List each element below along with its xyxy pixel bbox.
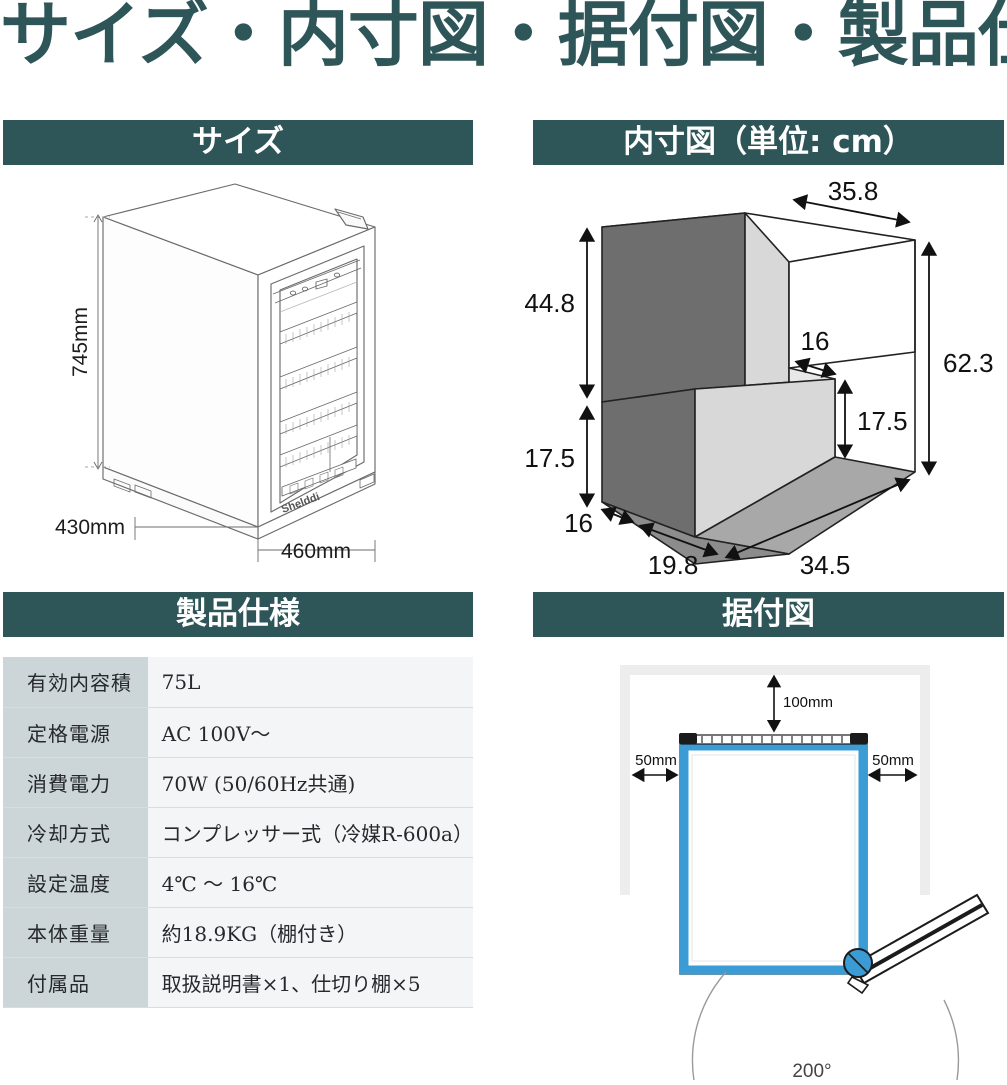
table-row: 本体重量 約18.9KG（棚付き）	[3, 907, 473, 958]
door-swing-angle-label: 200°	[792, 1061, 831, 1080]
unit-body	[679, 741, 868, 975]
spec-value: 70W (50/60Hz共通)	[147, 757, 473, 808]
dim-lower-height-right-label: 17.5	[857, 406, 908, 436]
installation-drawing: 100mm 50mm 50mm 200°	[540, 645, 1007, 1085]
dimension-width-label: 460mm	[281, 540, 351, 563]
page-title: サイズ・内寸図・据付図・製品仕様	[0, 0, 1007, 76]
dim-step-depth-bottom-label: 16	[564, 508, 593, 538]
table-row: 設定温度 4℃ ～ 16℃	[3, 857, 473, 908]
spec-label: 冷却方式	[3, 807, 148, 858]
dimension-height-label: 745mm	[69, 307, 92, 377]
dim-bottom-left-width-label: 19.8	[648, 550, 699, 577]
clearance-right-label: 50mm	[872, 752, 914, 769]
spec-value: 取扱説明書×1、仕切り棚×5	[147, 957, 473, 1008]
dimension-depth-label: 430mm	[55, 516, 125, 539]
section-header-size: サイズ	[3, 120, 473, 165]
spec-label: 設定温度	[3, 857, 148, 908]
spec-value: 約18.9KG（棚付き）	[147, 907, 473, 958]
spec-label: 有効内容積	[3, 657, 148, 708]
control-button-icon	[333, 272, 341, 278]
dim-lower-height-left-label: 17.5	[524, 443, 575, 473]
inner-dimension-drawing: 35.8 44.8 17.5 62.3 16 17.5 16 19.8 34.5	[505, 172, 1005, 580]
table-row: 消費電力 70W (50/60Hz共通)	[3, 757, 473, 808]
spec-label: 定格電源	[3, 707, 148, 758]
clearance-rear-label: 100mm	[783, 694, 833, 711]
spec-label: 付属品	[3, 957, 148, 1008]
spec-value: AC 100V～	[147, 707, 473, 758]
table-row: 付属品 取扱説明書×1、仕切り棚×5	[3, 957, 473, 1008]
vent-strip	[680, 734, 867, 745]
door-swing-arc	[691, 971, 960, 1085]
fridge-illustration: Shelddi 745mm 430mm 460mm	[55, 183, 376, 563]
spec-value: 4℃ ～ 16℃	[147, 857, 473, 908]
size-drawing: Shelddi 745mm 430mm 460mm	[30, 172, 480, 572]
open-door	[843, 893, 990, 995]
control-button-icon	[301, 286, 309, 292]
unit-interior	[691, 754, 856, 962]
section-header-installation: 据付図	[533, 592, 1004, 637]
section-header-inner-dimensions: 内寸図（単位: cm）	[533, 120, 1004, 165]
dim-top-depth-label: 35.8	[828, 176, 879, 206]
spec-value: コンプレッサー式（冷媒R-600a）	[147, 807, 473, 858]
table-row: 冷却方式 コンプレッサー式（冷媒R-600a）	[3, 807, 473, 858]
wall-shape	[620, 665, 930, 895]
display-icon	[315, 278, 328, 290]
dim-step-depth-top-label: 16	[801, 326, 830, 356]
spec-value: 75L	[147, 657, 473, 708]
specifications-table: 有効内容積 75L 定格電源 AC 100V～ 消費電力 70W (50/60H…	[3, 657, 473, 1008]
corner-block	[679, 733, 697, 744]
dim-bottom-right-width-label: 34.5	[800, 550, 851, 577]
section-header-specifications: 製品仕様	[3, 592, 473, 637]
inner-box-illustration: 35.8 44.8 17.5 62.3 16 17.5 16 19.8 34.5	[524, 176, 994, 580]
spec-label: 消費電力	[3, 757, 148, 808]
control-button-icon	[289, 290, 297, 296]
table-row: 定格電源 AC 100V～	[3, 707, 473, 758]
clearance-left-label: 50mm	[635, 752, 677, 769]
dim-total-height-label: 62.3	[943, 348, 994, 378]
spec-label: 本体重量	[3, 907, 148, 958]
installation-illustration: 100mm 50mm 50mm 200°	[620, 665, 990, 1085]
dim-upper-height-label: 44.8	[524, 288, 575, 318]
table-row: 有効内容積 75L	[3, 657, 473, 708]
corner-block	[850, 733, 868, 744]
